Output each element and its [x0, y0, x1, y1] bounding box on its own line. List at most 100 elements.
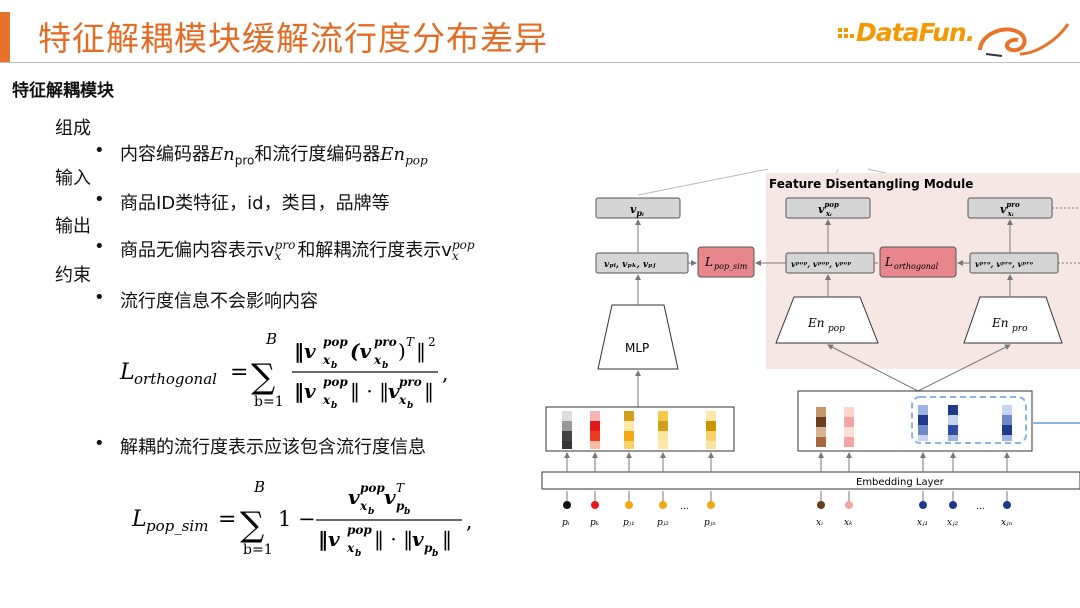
- svg-text:∑: ∑: [251, 357, 275, 397]
- svg-text:B: B: [253, 478, 265, 496]
- right-embedding-block: [797, 390, 1033, 452]
- input-label-pj2: pⱼ₂: [657, 518, 669, 528]
- svg-text:b: b: [355, 549, 361, 559]
- svg-text:b=1: b=1: [243, 542, 273, 558]
- svg-text:∑: ∑: [240, 505, 264, 545]
- highlight-box: [911, 396, 1027, 444]
- svg-text:v: v: [388, 379, 400, 403]
- svg-text:=: =: [230, 360, 248, 385]
- left-embedding-block: [545, 406, 735, 452]
- swirl-logo-icon: [978, 23, 1070, 57]
- svg-text:b=1: b=1: [254, 394, 284, 410]
- svg-text:x: x: [322, 353, 331, 367]
- svg-text:pop: pop: [360, 481, 385, 495]
- svg-text:L: L: [131, 507, 147, 532]
- svg-text:pop: pop: [828, 324, 845, 334]
- left-embedding-columns: [562, 411, 716, 449]
- svg-text:,: ,: [442, 361, 448, 385]
- mlp-block: [597, 304, 679, 370]
- v-p-box: [595, 197, 681, 219]
- svg-text:En: En: [991, 316, 1009, 330]
- input-nodes: [563, 491, 1011, 509]
- svg-text:(v: (v: [350, 339, 371, 363]
- svg-text:v: v: [412, 527, 424, 551]
- svg-text:v: v: [348, 485, 360, 509]
- pop-sim-loss-formula: L pop_sim = B ∑ b=1 1 − v pop x b v T p …: [131, 478, 472, 559]
- svg-text:b: b: [331, 361, 337, 371]
- datafun-logo: DataFun.: [856, 18, 975, 47]
- svg-text:pop_sim: pop_sim: [146, 517, 208, 535]
- svg-text:p: p: [396, 499, 405, 513]
- input-item: •商品ID类特征，id，类目，品牌等: [94, 189, 390, 214]
- input-ellipsis-right: …: [976, 502, 985, 512]
- svg-text:pro: pro: [399, 375, 422, 389]
- svg-text:pro: pro: [1012, 324, 1028, 334]
- svg-text:L: L: [704, 255, 713, 269]
- svg-text:En: En: [807, 316, 825, 330]
- svg-text:orthogonal: orthogonal: [134, 370, 217, 388]
- title-divider: [0, 62, 1080, 63]
- svg-text:orthogonal: orthogonal: [894, 262, 939, 271]
- svg-text:‖v: ‖v: [318, 527, 340, 551]
- input-label-pk: pₖ: [590, 518, 600, 528]
- svg-text:p: p: [424, 541, 433, 555]
- svg-text:=: =: [218, 507, 236, 532]
- svg-text:T: T: [396, 481, 405, 495]
- svg-text:x: x: [373, 353, 382, 367]
- svg-text:L: L: [884, 255, 893, 269]
- svg-text:x: x: [398, 393, 407, 407]
- embedding-layer-label: Embedding Layer: [856, 477, 945, 488]
- svg-text:v: v: [384, 485, 396, 509]
- svg-text:vₚᵢ, vₚₖ, vₚⱼ: vₚᵢ, vₚₖ, vₚⱼ: [604, 260, 656, 270]
- svg-text:b: b: [331, 401, 337, 411]
- input-label-pj1: pⱼ₁: [623, 518, 635, 528]
- svg-text:x: x: [359, 499, 368, 513]
- input-label-xj1: xⱼ₁: [917, 518, 928, 528]
- en-pop-block: [775, 296, 879, 344]
- svg-text:‖ · ‖: ‖ · ‖: [374, 527, 413, 552]
- svg-text:pop: pop: [323, 375, 348, 389]
- svg-text:1 −: 1 −: [278, 507, 316, 531]
- input-label-pjn: pⱼₙ: [704, 518, 716, 528]
- svg-text:‖: ‖: [416, 339, 426, 364]
- svg-text:b: b: [404, 507, 410, 517]
- section-heading: 特征解耦模块: [12, 81, 114, 101]
- svg-text:b: b: [432, 549, 438, 559]
- module-title: Feature Disentangling Module: [769, 177, 973, 191]
- svg-text:vᵖʳᵒ, vᵖʳᵒ, vᵖʳᵒ: vᵖʳᵒ, vᵖʳᵒ, vᵖʳᵒ: [975, 259, 1033, 269]
- input-label-xj2: xⱼ₂: [947, 518, 958, 528]
- v-pop-box: [785, 197, 871, 219]
- datafun-dots-icon: [838, 28, 854, 38]
- input-ellipsis-left: …: [680, 502, 689, 512]
- title-accent-bar: [0, 12, 10, 62]
- svg-text:): ): [398, 339, 406, 363]
- svg-text:pop: pop: [347, 523, 372, 537]
- svg-text:‖v: ‖v: [294, 379, 316, 403]
- svg-text:pop: pop: [323, 335, 348, 349]
- svg-text:pro: pro: [374, 335, 397, 349]
- svg-text:‖: ‖: [442, 527, 452, 552]
- constraint-item-2: •解耦的流行度表示应该包含流行度信息: [94, 433, 426, 458]
- constraint-item-1: •流行度信息不会影响内容: [94, 287, 318, 312]
- input-label-pi: pᵢ: [562, 518, 570, 528]
- svg-text:L: L: [119, 360, 135, 385]
- composition-item: • 内容编码器Enpro和流行度编码器Enpop: [94, 140, 428, 168]
- orthogonal-loss-formula: L orthogonal = B ∑ b=1 ‖v pop x b (v pro…: [119, 330, 448, 411]
- input-label: 输入: [55, 168, 91, 189]
- right-embedding-columns: [816, 405, 1012, 447]
- l-orthogonal-box: [879, 246, 957, 278]
- svg-text:B: B: [265, 330, 277, 348]
- svg-text:b: b: [407, 401, 413, 411]
- svg-text:‖ · ‖: ‖ · ‖: [350, 379, 389, 404]
- embedding-layer-bar: [541, 471, 1080, 490]
- l-pop-sim-box: [697, 246, 755, 278]
- constraint-label: 约束: [55, 265, 91, 286]
- svg-text:T: T: [406, 335, 415, 349]
- svg-text:‖v: ‖v: [294, 339, 316, 363]
- svg-text:x: x: [346, 541, 355, 555]
- svg-text:pop_sim: pop_sim: [714, 262, 748, 271]
- input-label-xk: xₖ: [844, 518, 853, 528]
- composition-label: 组成: [55, 118, 91, 139]
